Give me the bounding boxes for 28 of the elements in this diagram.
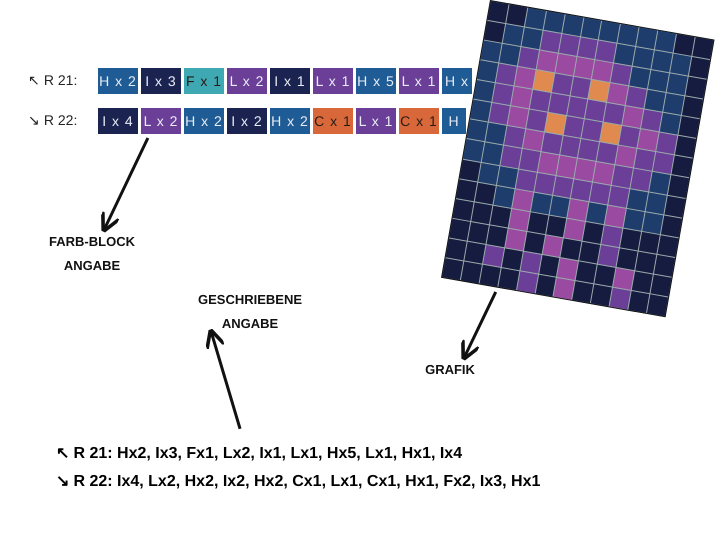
- color-block: I x 4: [98, 108, 138, 134]
- row-label: ↘ R 22:: [28, 112, 78, 128]
- annotation-label: GESCHRIEBENE ANGABE: [185, 288, 315, 336]
- color-block: I x 1: [270, 68, 310, 94]
- color-block: L x 1: [313, 68, 353, 94]
- color-block: I x 2: [227, 108, 267, 134]
- color-block: H x 2: [98, 68, 138, 94]
- color-block: L x 1: [356, 108, 396, 134]
- color-block: L x 2: [141, 108, 181, 134]
- instruction-line: ↖ R 21: Hx2, Ix3, Fx1, Lx2, Ix1, Lx1, Hx5, Lx1, Hx1, Ix4: [56, 444, 464, 464]
- color-block: L x 2: [227, 68, 267, 94]
- color-block: L x 1: [399, 68, 439, 94]
- color-block: C x 1: [313, 108, 353, 134]
- color-block: C x 1: [399, 108, 439, 134]
- arrow: [205, 328, 242, 430]
- instruction-line: ↘ R 22: Ix4, Lx2, Hx2, Ix2, Hx2, Cx1, Lx1, Cx1, Hx1, Fx2, Ix3, Hx1: [56, 472, 540, 492]
- arrow: [461, 291, 498, 362]
- color-block: H: [442, 108, 466, 134]
- color-block: H x 2: [270, 108, 310, 134]
- annotation-label: GRAFIK: [415, 358, 485, 382]
- color-block: H x 2: [184, 108, 224, 134]
- annotation-label: FARB-BLOCK ANGABE: [32, 230, 152, 278]
- arrow: [101, 137, 150, 234]
- color-block: I x 3: [141, 68, 181, 94]
- color-block: H x 5: [356, 68, 396, 94]
- row-label: ↖ R 21:: [28, 72, 78, 88]
- color-block: H x: [442, 68, 472, 94]
- color-block: F x 1: [184, 68, 224, 94]
